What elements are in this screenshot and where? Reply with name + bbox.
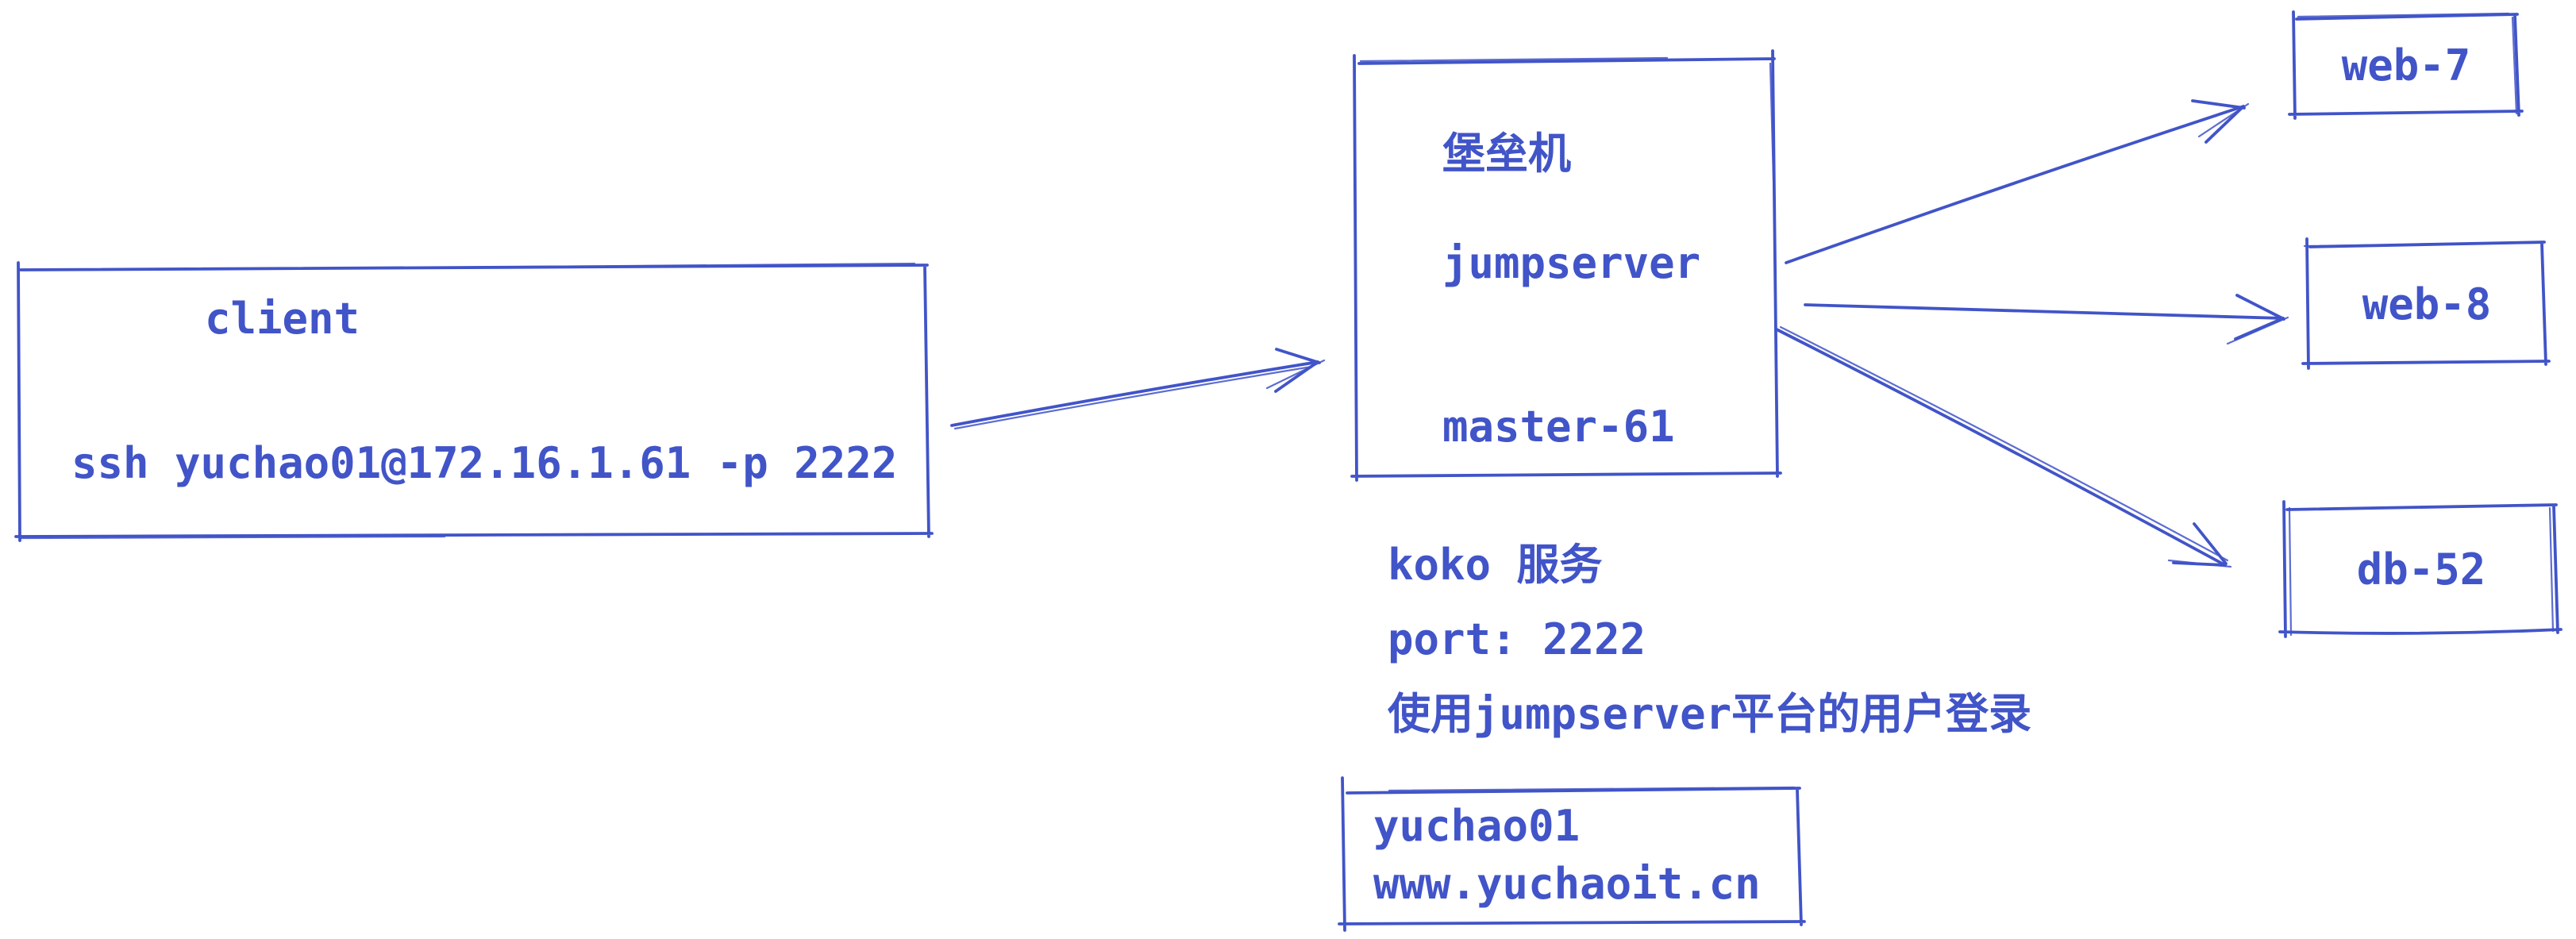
client-box-outline [14, 261, 934, 542]
arrow-shaft-overdraw [953, 365, 1313, 430]
target-node-web-7: web-7 [2288, 10, 2524, 120]
db-52-label: db-52 [2357, 545, 2486, 595]
client-node: client ssh yuchao01@172.16.1.61 -p 2222 [14, 261, 934, 542]
arrow-head-overdraw [2226, 316, 2289, 345]
arrow-head-overdraw [2197, 102, 2250, 138]
client-box-overdraw [20, 262, 916, 540]
jumpserver-box-outline [1350, 49, 1782, 482]
arrow-client-to-jumpserver [950, 348, 1326, 430]
arrow-jumpserver-to-web-8 [1804, 294, 2289, 345]
account-node: yuchao01 www.yuchaoit.cn [1338, 776, 1806, 932]
koko-port-note: port: 2222 [1388, 614, 1646, 664]
arrow-shaft [1804, 303, 2285, 320]
client-ssh-command: ssh yuchao01@172.16.1.61 -p 2222 [71, 438, 897, 488]
arrow-head [2191, 99, 2246, 144]
arrow-head-overdraw [1265, 359, 1326, 390]
jumpserver-name-label: jumpserver [1442, 238, 1700, 288]
arrow-jumpserver-to-web-7 [1785, 99, 2250, 264]
arrow-shaft [1775, 328, 2227, 567]
arrow-head [2234, 294, 2285, 341]
arrow-jumpserver-to-db-52 [1775, 325, 2232, 568]
target-node-db-52: db-52 [2278, 500, 2563, 638]
db-52-box-overdraw [2288, 506, 2555, 637]
account-box-outline [1338, 776, 1806, 932]
arrow-shaft-overdraw [1779, 325, 2229, 562]
jumpserver-host-label: master-61 [1442, 402, 1675, 452]
web-7-label: web-7 [2342, 40, 2471, 90]
client-title: client [205, 294, 360, 344]
web-7-box-outline [2288, 10, 2524, 120]
arrow-head [1274, 348, 1321, 393]
web-8-box-overdraw [2303, 241, 2542, 248]
koko-service-note: koko 服务 [1388, 540, 1603, 590]
jumpserver-box-overdraw [1359, 56, 1777, 240]
login-note: 使用jumpserver平台的用户登录 [1388, 689, 2031, 739]
arrow-head-overdraw [2167, 559, 2232, 568]
web-7-box-overdraw [2297, 12, 2518, 115]
web-8-label: web-8 [2362, 279, 2492, 329]
jumpserver-role-label: 堡垒机 [1442, 129, 1571, 179]
db-52-box-outline [2278, 500, 2563, 638]
target-node-web-8: web-8 [2301, 237, 2551, 370]
arrow-shaft [1785, 105, 2245, 264]
arrow-shaft [950, 360, 1319, 427]
account-user-label: yuchao01 [1373, 801, 1580, 851]
jumpserver-notes: koko 服务 port: 2222 使用jumpserver平台的用户登录 [1388, 540, 2031, 739]
account-site-label: www.yuchaoit.cn [1373, 859, 1761, 909]
account-box-overdraw [1388, 786, 1796, 792]
jumpserver-node: 堡垒机 jumpserver master-61 [1350, 49, 1782, 482]
